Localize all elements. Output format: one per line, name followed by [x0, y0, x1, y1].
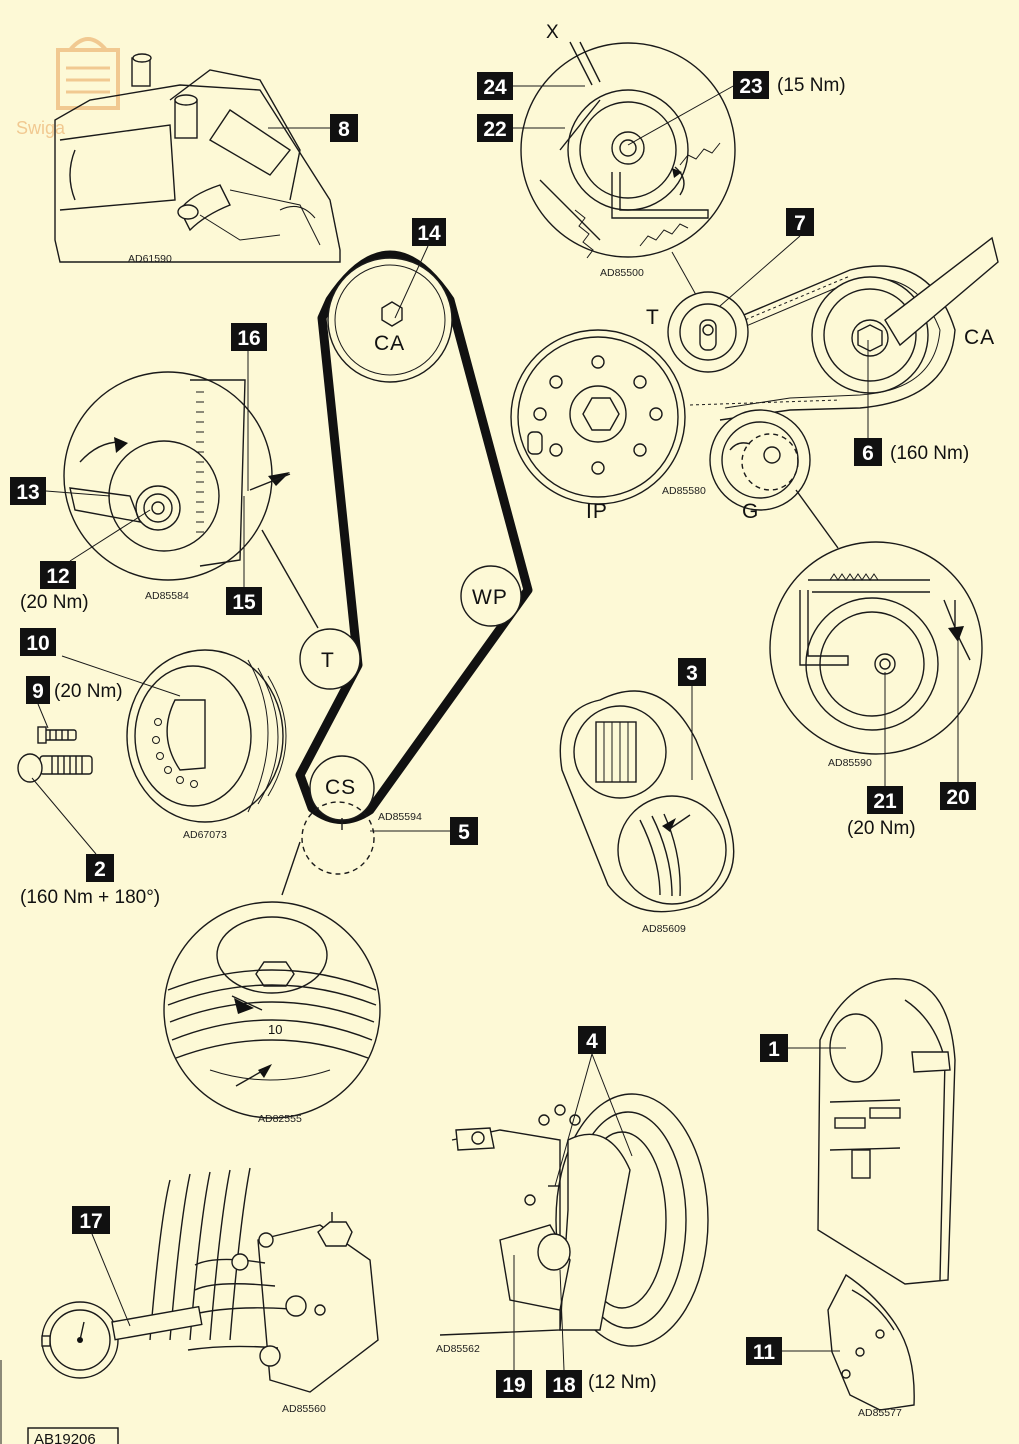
figure-timing-cover — [817, 978, 956, 1285]
callout-6: 6 — [854, 438, 882, 466]
torque-6: (160 Nm) — [890, 443, 969, 464]
footer-code: AB19206 — [34, 1431, 96, 1444]
callout-23: 23 — [733, 71, 769, 99]
fig-code-7: AD85609 — [642, 923, 686, 935]
callout-18-text: 18 — [552, 1374, 576, 1397]
callout-16-text: 16 — [237, 327, 260, 350]
callout-1-text: 1 — [768, 1038, 780, 1061]
callout-13-text: 13 — [16, 481, 39, 504]
callout-1: 1 — [760, 1034, 788, 1062]
pulley-label-t-right: T — [646, 306, 660, 329]
figure-camshaft-cover-detail: AD61590 — [54, 53, 341, 265]
figure-crank-pulley-bolts: AD67073 — [17, 649, 287, 841]
callout-16: 16 — [231, 323, 267, 351]
callout-2: 2 — [86, 854, 114, 882]
fig-code-1: AD61590 — [128, 253, 172, 265]
watermark-logo: Swiga — [16, 37, 120, 138]
callout-15-text: 15 — [232, 591, 256, 614]
callout-12: 12 — [40, 561, 76, 589]
callout-7-text: 7 — [794, 212, 806, 235]
callout-4-text: 4 — [586, 1030, 598, 1053]
fig-code-9: AD82555 — [258, 1113, 302, 1125]
fig-code-2: AD85500 — [600, 267, 644, 279]
figure-crank-timing-mark: 10 AD82555 — [163, 841, 381, 1125]
fig-code-6: AD85594 — [378, 811, 422, 823]
pulley-label-ca-right: CA — [964, 326, 995, 349]
pulley-label-ip: IP — [586, 500, 608, 523]
pulley-label-t-small: T — [321, 649, 335, 672]
figure-guide-pulley-detail: AD85590 — [769, 489, 983, 769]
callout-2-text: 2 — [94, 858, 106, 881]
pulley-label-ca-top: CA — [374, 332, 405, 355]
callout-3-text: 3 — [686, 662, 698, 685]
pulley-label-cs: CS — [325, 776, 356, 799]
callout-6-text: 6 — [862, 442, 874, 465]
callout-14: 14 — [412, 218, 446, 246]
pulley-label-g: G — [742, 500, 759, 523]
callout-18: 18 — [546, 1370, 582, 1398]
callout-11: 11 — [746, 1337, 782, 1365]
fig-code-8: AD85590 — [828, 757, 872, 769]
figure-crank-sprocket-detail: AD85584 — [63, 371, 291, 602]
fig-code-4: AD85584 — [145, 590, 189, 602]
callout-8-text: 8 — [338, 118, 350, 141]
callout-13: 13 — [10, 477, 46, 505]
callout-21-text: 21 — [873, 790, 897, 813]
callout-7: 7 — [786, 208, 814, 236]
callout-14-text: 14 — [417, 222, 441, 245]
figure-belt-layout-right: CA T IP G AD85580 — [510, 236, 999, 523]
callout-22: 22 — [477, 114, 513, 142]
figure-reference-box — [27, 1427, 119, 1444]
callout-21: 21 — [867, 786, 903, 814]
callout-17-text: 17 — [79, 1210, 102, 1233]
callout-22-text: 22 — [483, 118, 506, 141]
torque-18: (12 Nm) — [588, 1372, 657, 1393]
callout-11-text: 11 — [753, 1341, 776, 1364]
belt-routing: CA T WP CS AD85594 — [295, 250, 533, 875]
fig-code-3: AD85580 — [662, 485, 706, 497]
pulley-label-wp: WP — [472, 586, 508, 609]
figure-belt-mark-detail: AD85609 — [559, 690, 735, 935]
callout-5: 5 — [450, 817, 478, 845]
callout-12-text: 12 — [46, 565, 69, 588]
torque-12: (20 Nm) — [20, 592, 89, 613]
torque-2: (160 Nm + 180°) — [20, 887, 160, 908]
callout-20-text: 20 — [946, 786, 969, 809]
watermark-text: Swiga — [16, 118, 66, 138]
letter-x: X — [546, 22, 559, 43]
figure-tensioner-adjust-detail: X AD85500 — [520, 22, 736, 279]
callout-23-text: 23 — [739, 75, 762, 98]
callout-5-text: 5 — [458, 821, 470, 844]
figure-injection-pump-gauge: AD85560 — [41, 1167, 379, 1415]
figure-pump-bracket-detail: AD85562 — [436, 1093, 709, 1355]
callout-24: 24 — [477, 72, 513, 100]
callout-10-text: 10 — [26, 632, 49, 655]
fig-code-12: AD85577 — [858, 1407, 902, 1419]
callout-17: 17 — [72, 1206, 110, 1234]
callout-8: 8 — [330, 114, 358, 142]
callout-3: 3 — [678, 658, 706, 686]
callout-9-text: 9 — [32, 680, 44, 703]
fig-code-5: AD67073 — [183, 829, 227, 841]
callout-19: 19 — [496, 1370, 532, 1398]
callout-24-text: 24 — [483, 76, 507, 99]
timing-mark-10: 10 — [268, 1022, 282, 1037]
callout-4: 4 — [578, 1026, 606, 1054]
callout-20: 20 — [940, 782, 976, 810]
fig-code-11: AD85560 — [282, 1403, 326, 1415]
callout-19-text: 19 — [502, 1374, 525, 1397]
callout-9: 9 — [26, 676, 50, 704]
callout-10: 10 — [20, 628, 56, 656]
torque-9: (20 Nm) — [54, 681, 123, 702]
fig-code-10: AD85562 — [436, 1343, 480, 1355]
torque-21: (20 Nm) — [847, 818, 916, 839]
figure-lower-cover-piece: AD85577 — [827, 1273, 915, 1419]
callout-15: 15 — [226, 587, 262, 615]
torque-23: (15 Nm) — [777, 75, 846, 96]
